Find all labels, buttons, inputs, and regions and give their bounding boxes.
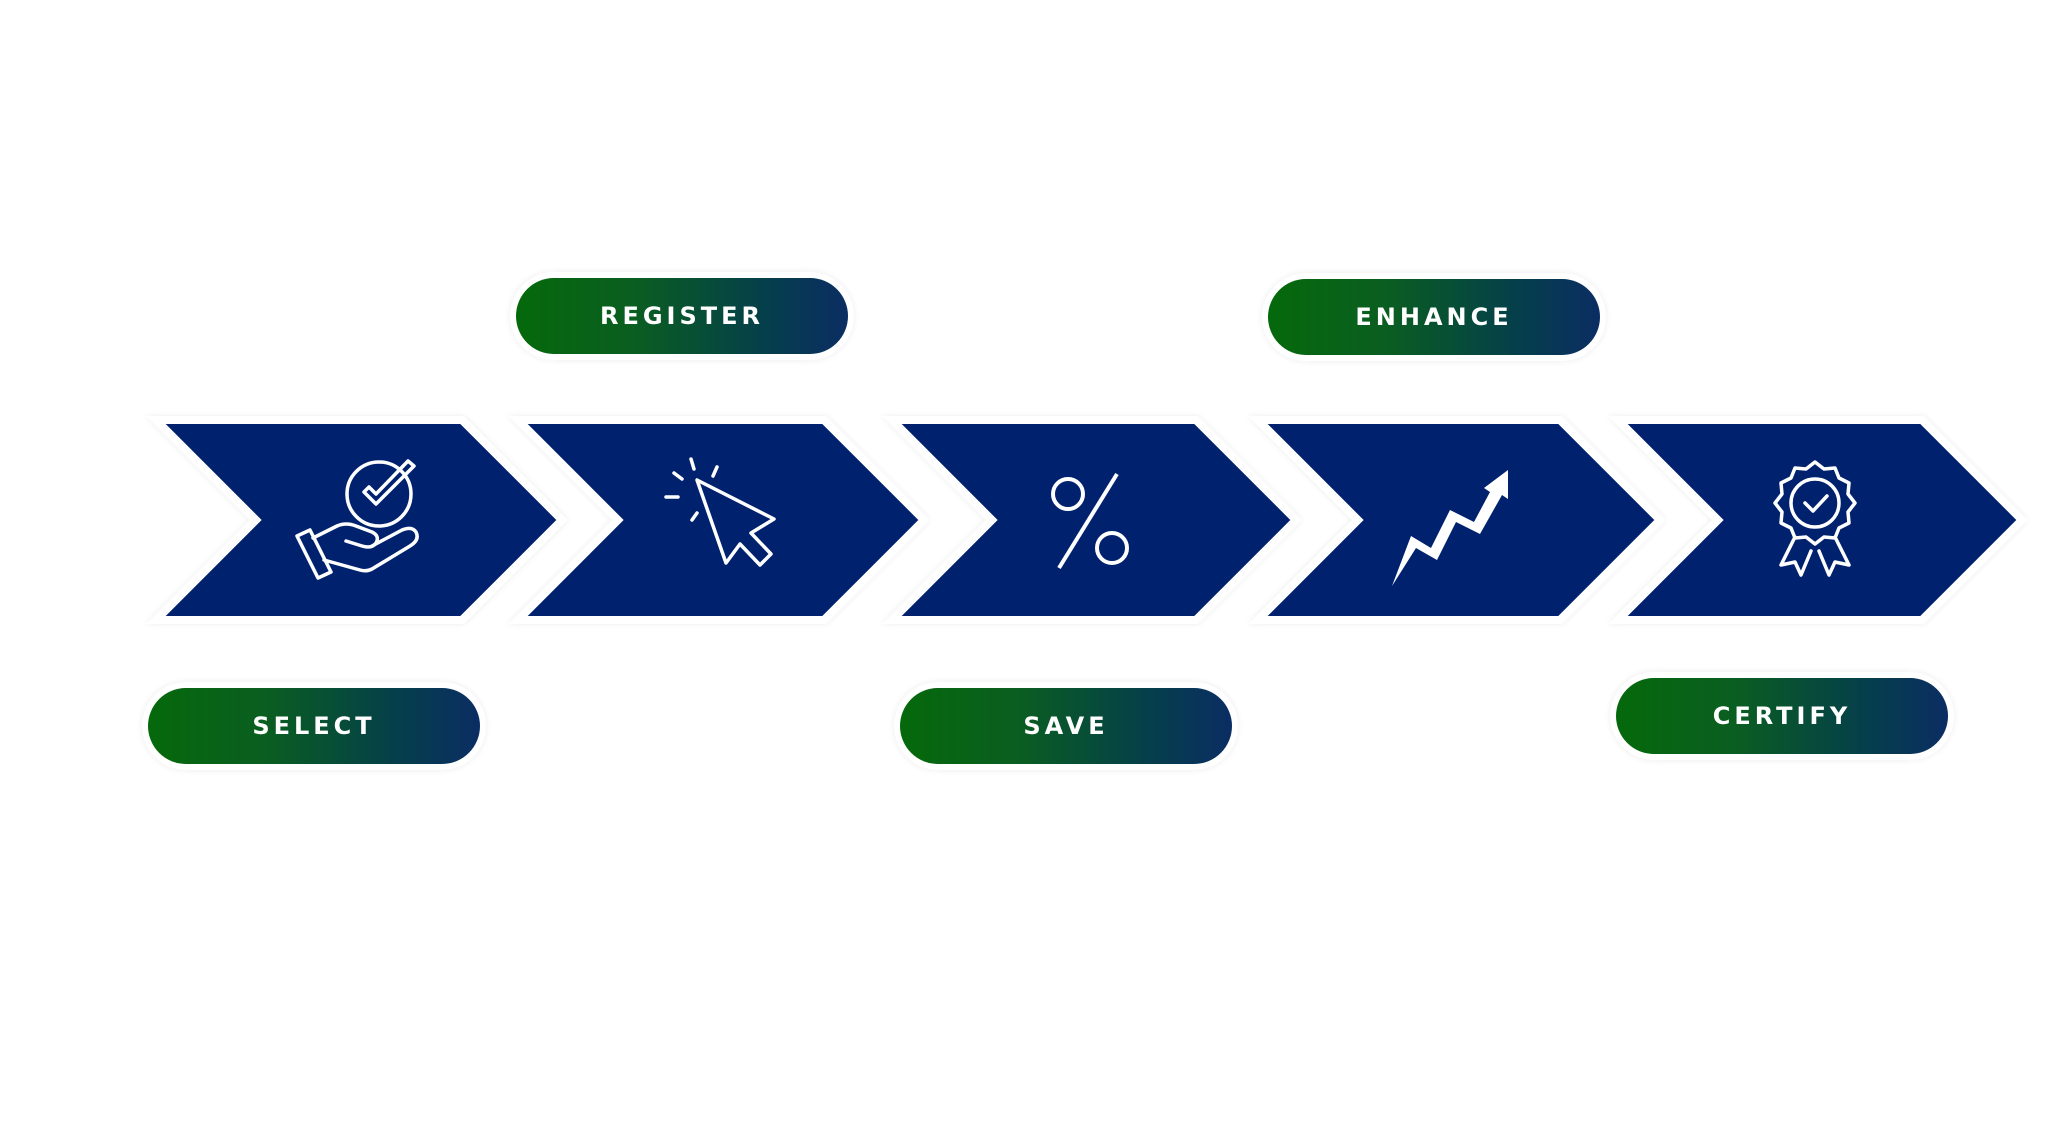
step-certify-label: CERTIFY	[1712, 702, 1852, 730]
cursor-click-icon	[664, 457, 776, 567]
step-register-label: REGISTER	[599, 302, 765, 330]
chevron-certify	[1608, 416, 2028, 624]
step-enhance-pill: ENHANCE	[1268, 279, 1600, 355]
step-save-pill: SAVE	[900, 688, 1232, 764]
hand-check-icon	[295, 459, 419, 580]
step-enhance-label: ENHANCE	[1355, 303, 1513, 331]
step-save-label: SAVE	[1023, 712, 1109, 740]
trend-up-arrow-icon	[1392, 470, 1508, 586]
step-certify-pill: CERTIFY	[1616, 678, 1948, 754]
chevron-row	[146, 416, 2028, 624]
award-badge-icon	[1773, 460, 1857, 577]
chevron-save	[882, 416, 1302, 624]
percent-icon	[1051, 472, 1129, 570]
step-select-label: SELECT	[252, 712, 376, 740]
chevron-register	[508, 416, 930, 624]
step-register-pill: REGISTER	[516, 278, 848, 354]
step-select-pill: SELECT	[148, 688, 480, 764]
